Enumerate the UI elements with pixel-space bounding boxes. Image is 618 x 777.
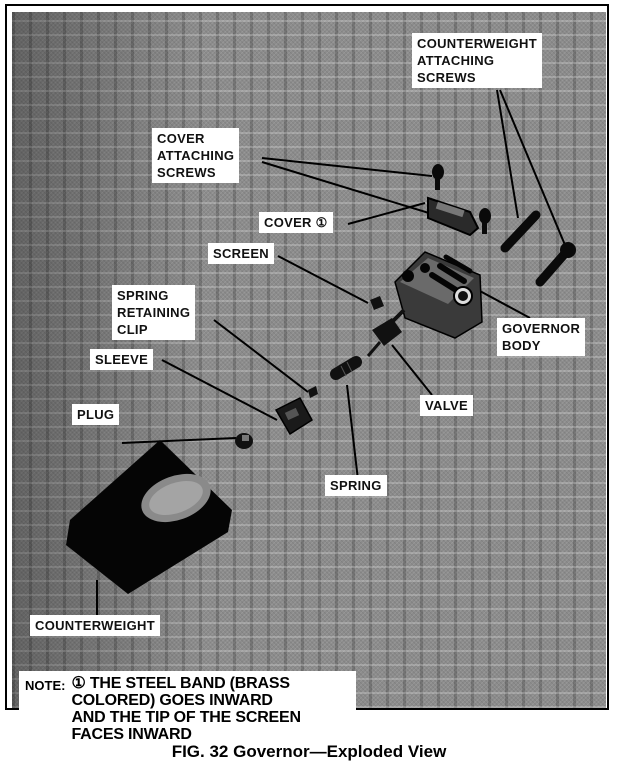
- leader-counterweight-screw-2: [499, 89, 566, 246]
- cover-attaching-screw-2: [479, 208, 491, 234]
- figure-caption: FIG. 32 Governor—Exploded View: [171, 742, 447, 761]
- label-cover-attaching-screws: COVER ATTACHING SCREWS: [152, 128, 240, 183]
- valve: [366, 308, 406, 357]
- sleeve: [274, 397, 313, 436]
- counterweight: [66, 440, 232, 594]
- label-sleeve: SLEEVE: [90, 349, 154, 370]
- leader-spring: [346, 384, 359, 481]
- note-text: ① THE STEEL BAND (BRASS COLORED) GOES IN…: [71, 675, 301, 743]
- label-cover: COVER ①: [259, 212, 333, 233]
- cover-attaching-screw-1: [432, 164, 444, 190]
- leader-spring-retaining-clip: [213, 319, 309, 393]
- plug: [235, 433, 253, 449]
- counterweight-attaching-screw-1: [500, 210, 541, 253]
- label-plug: PLUG: [72, 404, 120, 425]
- leader-plug: [121, 437, 237, 444]
- leader-governor-body: [477, 289, 531, 319]
- spring: [330, 356, 362, 380]
- leader-valve: [391, 344, 433, 396]
- note-key: NOTE:: [25, 678, 66, 693]
- counterweight-attaching-screw-2: [535, 242, 576, 287]
- blank-label-box: [521, 737, 589, 759]
- note-box: NOTE: ① THE STEEL BAND (BRASS COLORED) G…: [19, 671, 356, 761]
- label-valve: VALVE: [420, 395, 473, 416]
- label-counterweight: COUNTERWEIGHT: [30, 615, 160, 636]
- leader-sleeve: [161, 359, 278, 421]
- spring-retaining-clip: [308, 386, 318, 398]
- leader-cover: [347, 202, 426, 225]
- leader-screen: [277, 255, 369, 304]
- label-spring-retaining-clip: SPRING RETAINING CLIP: [112, 285, 196, 340]
- screen: [370, 296, 384, 310]
- label-screen: SCREEN: [208, 243, 274, 264]
- label-spring: SPRING: [325, 475, 387, 496]
- label-governor-body: GOVERNOR BODY: [497, 318, 586, 356]
- cover: [427, 196, 480, 237]
- leader-cover-screw-1: [261, 157, 433, 177]
- label-counterweight-attaching-screws: COUNTERWEIGHT ATTACHING SCREWS: [412, 33, 542, 88]
- leader-lines: [96, 89, 566, 617]
- leader-counterweight-screw-1: [496, 89, 519, 219]
- governor-body: [394, 251, 483, 339]
